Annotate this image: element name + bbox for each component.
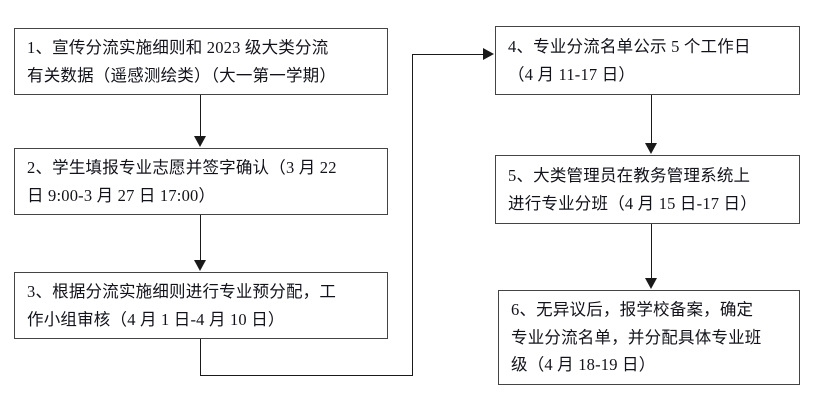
flow-node-step-6-label: 6、无异议后，报学校备案，确定 专业分流名单，并分配具体专业班 级（4 月 18… xyxy=(511,299,762,375)
connector-step1-step2-arrow-icon xyxy=(194,136,206,147)
connector-step2-step3-line xyxy=(200,215,201,261)
connector-step1-step2-line xyxy=(200,95,201,137)
flow-node-step-3-label: 3、根据分流实施细则进行专业预分配，工 作小组审核（4 月 1 日-4 月 10… xyxy=(27,281,337,329)
connector-step4-step5-arrow-icon xyxy=(645,143,657,154)
flow-node-step-5[interactable]: 5、大类管理员在教务管理系统上 进行专业分班（4 月 15 日-17 日） xyxy=(495,155,800,224)
flow-node-step-5-label: 5、大类管理员在教务管理系统上 进行专业分班（4 月 15 日-17 日） xyxy=(508,165,757,213)
flow-node-step-4[interactable]: 4、专业分流名单公示 5 个工作日 （4 月 11-17 日） xyxy=(495,26,800,95)
connector-step4-step5-line xyxy=(651,95,652,144)
connector-step3-step4-segment-up xyxy=(412,54,413,376)
connector-step5-step6-arrow-icon xyxy=(645,278,657,289)
flow-node-step-1[interactable]: 1、宣传分流实施细则和 2023 级大类分流 有关数据（遥感测绘类）（大一第一学… xyxy=(14,28,388,95)
connector-step3-step4-segment-right-top xyxy=(412,54,484,55)
flow-node-step-3[interactable]: 3、根据分流实施细则进行专业预分配，工 作小组审核（4 月 1 日-4 月 10… xyxy=(14,272,388,339)
connector-step3-step4-segment-down xyxy=(200,339,201,376)
connector-step5-step6-line xyxy=(651,224,652,279)
flow-node-step-1-label: 1、宣传分流实施细则和 2023 级大类分流 有关数据（遥感测绘类）（大一第一学… xyxy=(27,37,337,85)
flow-node-step-6[interactable]: 6、无异议后，报学校备案，确定 专业分流名单，并分配具体专业班 级（4 月 18… xyxy=(498,290,800,385)
connector-step3-step4-segment-right-bottom xyxy=(200,375,413,376)
flow-node-step-2-label: 2、学生填报专业志愿并签字确认（3 月 22 日 9:00-3 月 27 日 1… xyxy=(27,157,337,205)
flow-node-step-4-label: 4、专业分流名单公示 5 个工作日 （4 月 11-17 日） xyxy=(508,36,751,84)
connector-step3-step4-arrow-icon xyxy=(483,48,494,60)
flow-node-step-2[interactable]: 2、学生填报专业志愿并签字确认（3 月 22 日 9:00-3 月 27 日 1… xyxy=(14,148,388,215)
connector-step2-step3-arrow-icon xyxy=(194,260,206,271)
